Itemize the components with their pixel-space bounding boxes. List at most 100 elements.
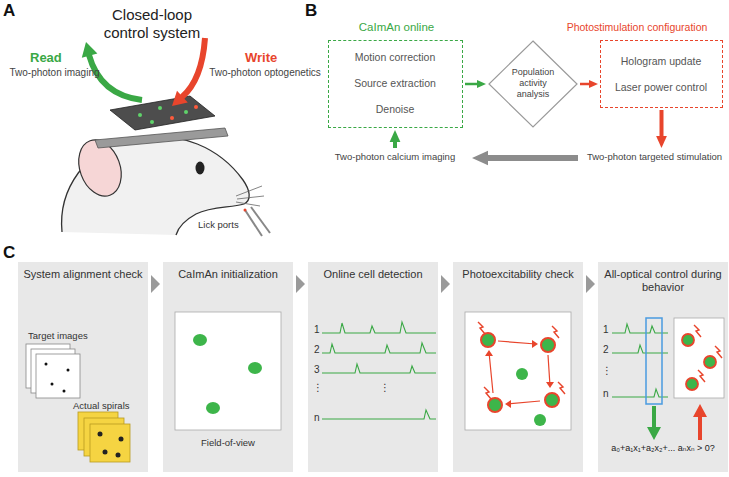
pipeline-box: CaImAn onlineMotion correctionSource ext… (328, 40, 463, 128)
read-label: Read (30, 50, 62, 66)
box-heading: CaImAn online (319, 21, 474, 35)
readout-window (646, 318, 662, 404)
control-fov (694, 325, 701, 337)
imaging-plane (158, 106, 162, 110)
ellipsis: ⋮ (602, 365, 612, 377)
lick-ports (244, 207, 271, 236)
photoexcitability-fov (516, 368, 528, 380)
panel-letter: A (3, 1, 15, 21)
field-of-view (175, 312, 281, 430)
ellipsis: ⋮ (313, 382, 323, 394)
imaging-plane (110, 96, 215, 130)
step-chevron (586, 275, 595, 293)
decision-diamond: Population activity analysis (488, 40, 578, 128)
behavior-traces (612, 324, 668, 333)
field-of-view (248, 362, 262, 374)
workflow-panel: Photoexcitability check (453, 262, 583, 472)
lick-ports (251, 207, 270, 233)
node-text: System alignment check (23, 268, 143, 281)
mouse-head (236, 186, 264, 206)
calcium-traces (322, 322, 436, 419)
arrow-shaft (660, 110, 664, 138)
spiral-image-cards (116, 453, 121, 458)
mouse-head (62, 136, 250, 235)
photoexcitability-fov (545, 393, 559, 407)
arrow-head (477, 80, 486, 88)
arrow-shaft (485, 155, 578, 161)
control-arrow (693, 404, 707, 417)
photoexcitability-fov (465, 312, 571, 430)
equation: a₀+a₁x₁+a₂x₂+... aₙxₙ > 0? (599, 443, 727, 454)
node-text: Two-photon calcium imaging (320, 151, 470, 162)
chevron-shape (151, 275, 160, 293)
arrow-head (390, 130, 401, 142)
arrow-shaft (465, 83, 479, 86)
control-arrow (693, 404, 707, 440)
node-text: Two-photon targeted stimulation (580, 151, 729, 162)
photoexcitability-fov (489, 341, 550, 404)
behavior-traces (612, 345, 668, 353)
panel-letter: B (305, 1, 317, 21)
target-image-cards (51, 383, 54, 386)
read-arrow (82, 42, 98, 58)
control-fov (682, 334, 694, 346)
photoexcitability-fov (552, 326, 559, 338)
diamond-outline (489, 41, 577, 127)
target-image-cards (67, 369, 70, 372)
write-arrow (172, 38, 205, 106)
box-heading: Photostimulation configuration (551, 21, 723, 34)
step-chevron (296, 275, 305, 293)
chevron-shape (296, 275, 305, 293)
workflow-panel: CaImAn initializationField-of-view (163, 262, 293, 472)
node-text: Online cell detection (313, 268, 433, 281)
chevron-shape (441, 275, 450, 293)
spiral-image-cards (103, 450, 108, 455)
calcium-traces (322, 322, 436, 333)
node-text: Denoise (329, 103, 461, 116)
behavior-traces (612, 389, 668, 397)
photoexcitability-fov (465, 312, 571, 430)
target-image-cards (26, 344, 80, 398)
photoexcitability-fov (534, 414, 546, 426)
calcium-traces (322, 364, 436, 373)
trace-number: 3 (314, 364, 320, 376)
panel-heading: Closed-loop control system (92, 6, 212, 42)
field-of-view (193, 334, 207, 346)
mouse-head (196, 162, 205, 175)
trace-number: 1 (314, 324, 320, 336)
flow-arrow (465, 80, 486, 88)
imaging-plane (150, 120, 154, 124)
imaging-plane (184, 110, 188, 114)
write-label: Write (245, 50, 277, 66)
arrow-head (656, 136, 667, 148)
flow-arrow (472, 151, 578, 165)
node-text: Target images (28, 330, 88, 341)
behavior-traces (612, 324, 668, 397)
spiral-image-cards (78, 412, 118, 450)
imaging-plane (170, 116, 174, 120)
process-step: Two-photon targeted stimulation (580, 150, 729, 166)
calcium-traces (322, 410, 436, 419)
arrow-shaft (393, 140, 397, 148)
readout-arrow (647, 427, 661, 440)
spiral-image-cards (119, 437, 124, 442)
readout-window (646, 318, 662, 404)
control-fov (704, 356, 716, 368)
step-chevron (441, 275, 450, 293)
node-text: Field-of-view (163, 437, 293, 448)
flow-arrow (390, 130, 401, 148)
photoexcitability-fov (558, 382, 565, 394)
trace-number: 2 (603, 344, 609, 356)
config-box: Photostimulation configurationHologram u… (600, 40, 723, 108)
node-text: Population activity analysis (503, 67, 563, 99)
arrow-shaft (580, 83, 591, 86)
photoexcitability-fov (505, 400, 511, 408)
node-text: Source extraction (329, 77, 461, 90)
spiral-image-cards (90, 424, 130, 462)
photoexcitability-fov (541, 338, 555, 352)
head-plate (95, 128, 228, 148)
photoexcitability-fov (488, 398, 502, 412)
